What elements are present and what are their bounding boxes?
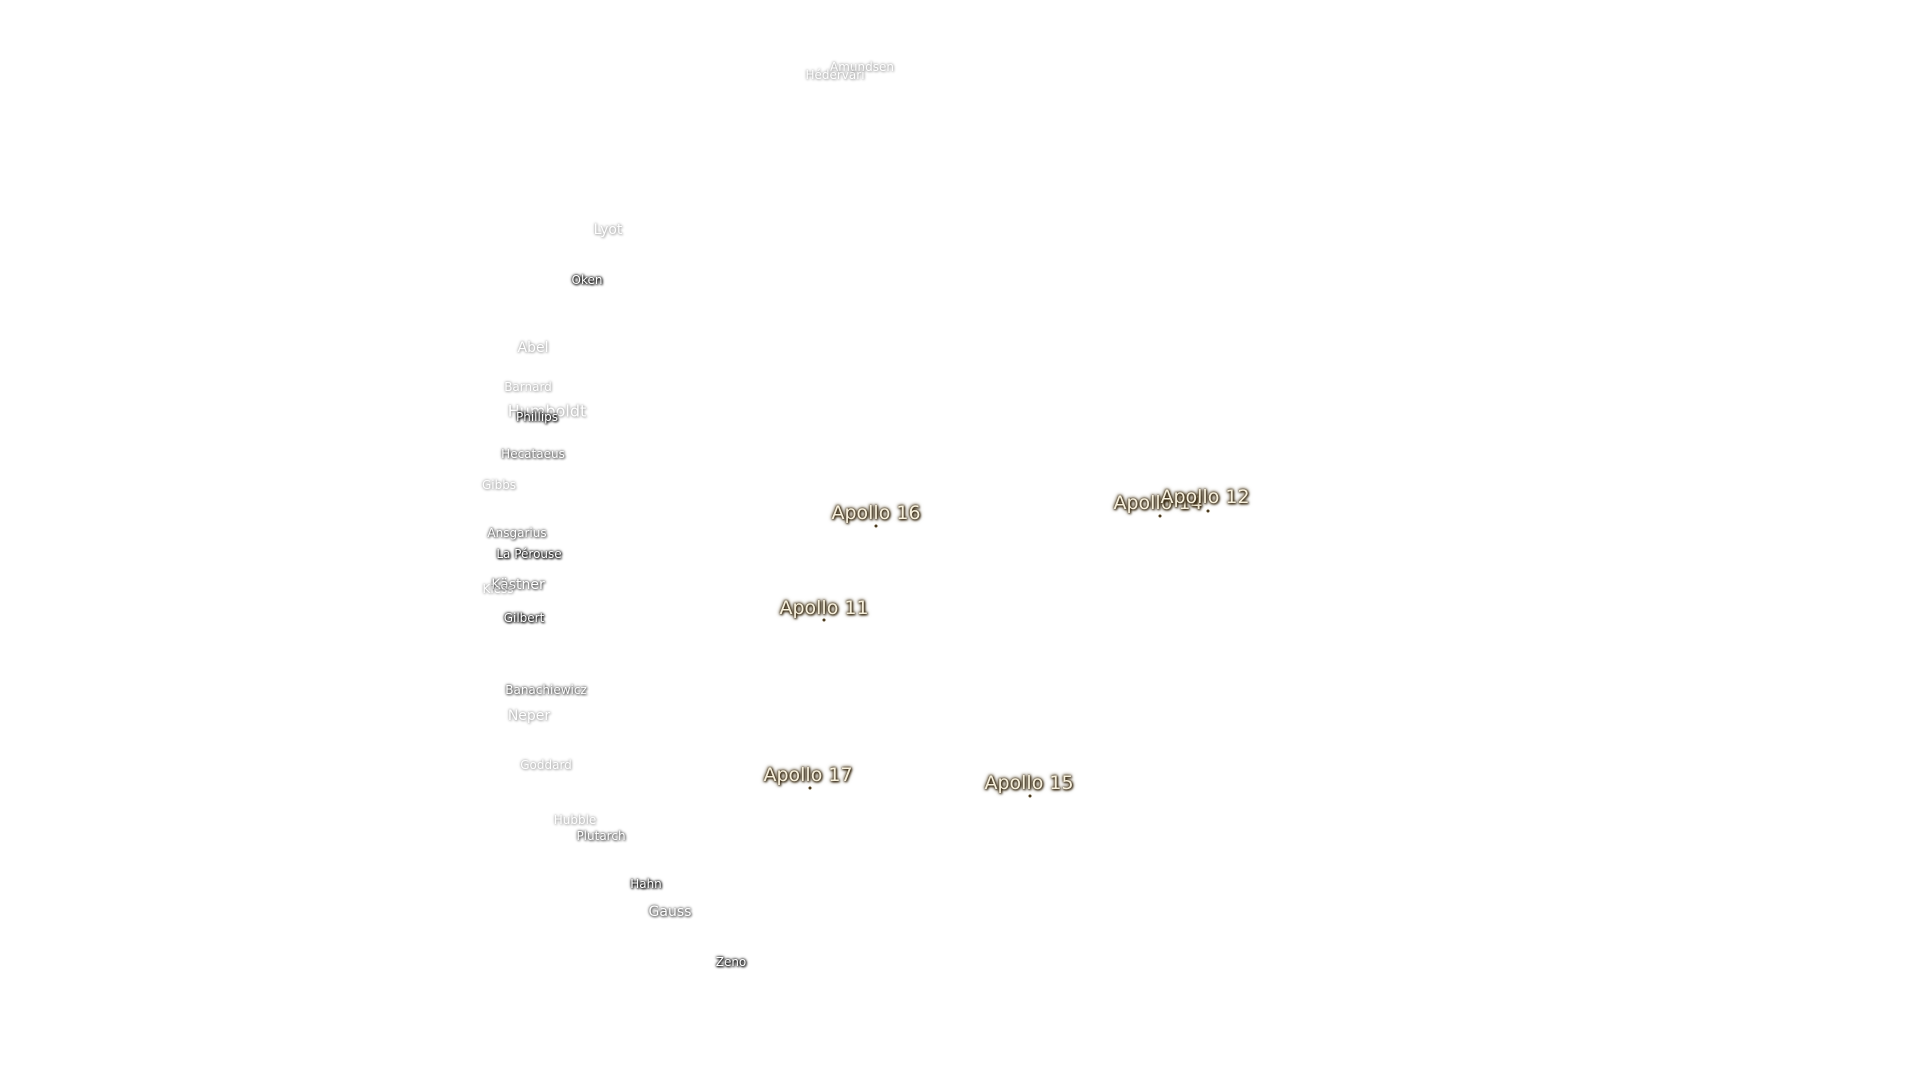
crater-label[interactable]: Goddard <box>520 758 572 772</box>
landing-site-marker[interactable] <box>1206 509 1210 513</box>
crater-label[interactable]: Phillips <box>515 410 559 424</box>
landing-site-label[interactable]: Apollo 16 <box>831 502 921 524</box>
landing-site-marker[interactable] <box>808 786 812 790</box>
crater-label[interactable]: Hahn <box>630 877 662 891</box>
crater-label[interactable]: Plutarch <box>576 829 626 843</box>
crater-label[interactable]: Hubble <box>553 813 597 827</box>
crater-label[interactable]: Ansgarius <box>487 526 547 540</box>
crater-label[interactable]: Barnard <box>504 380 552 394</box>
crater-label[interactable]: Kästner <box>491 577 545 593</box>
crater-label[interactable]: La Pérouse <box>496 547 562 561</box>
landing-site-marker[interactable] <box>822 618 826 622</box>
crater-label[interactable]: Amundsen <box>830 60 894 74</box>
crater-label[interactable]: Gibbs <box>481 478 517 492</box>
landing-site-marker[interactable] <box>1158 514 1162 518</box>
crater-label[interactable]: Zeno <box>715 955 747 969</box>
crater-label[interactable]: Lyot <box>593 222 623 238</box>
crater-label[interactable]: Hecataeus <box>501 447 565 461</box>
landing-site-marker[interactable] <box>874 524 878 528</box>
crater-label[interactable]: Neper <box>507 708 551 724</box>
crater-label[interactable]: Gilbert <box>503 611 545 625</box>
landing-site-label[interactable]: Apollo 12 <box>1160 486 1250 508</box>
landing-site-marker[interactable] <box>1028 794 1032 798</box>
crater-label[interactable]: Gauss <box>648 904 692 920</box>
crater-label[interactable]: Oken <box>571 273 603 287</box>
crater-label[interactable]: Abel <box>517 340 549 356</box>
landing-site-label[interactable]: Apollo 14 <box>1113 492 1203 514</box>
crater-label[interactable]: Humboldt <box>507 401 587 421</box>
landing-site-label[interactable]: Apollo 15 <box>984 772 1074 794</box>
landing-site-label[interactable]: Apollo 11 <box>779 597 869 619</box>
crater-label[interactable]: Banachiewicz <box>505 683 587 697</box>
landing-site-label[interactable]: Apollo 17 <box>763 764 853 786</box>
crater-label[interactable]: Hédervári <box>805 68 865 82</box>
crater-label[interactable]: Kiess <box>482 582 514 596</box>
